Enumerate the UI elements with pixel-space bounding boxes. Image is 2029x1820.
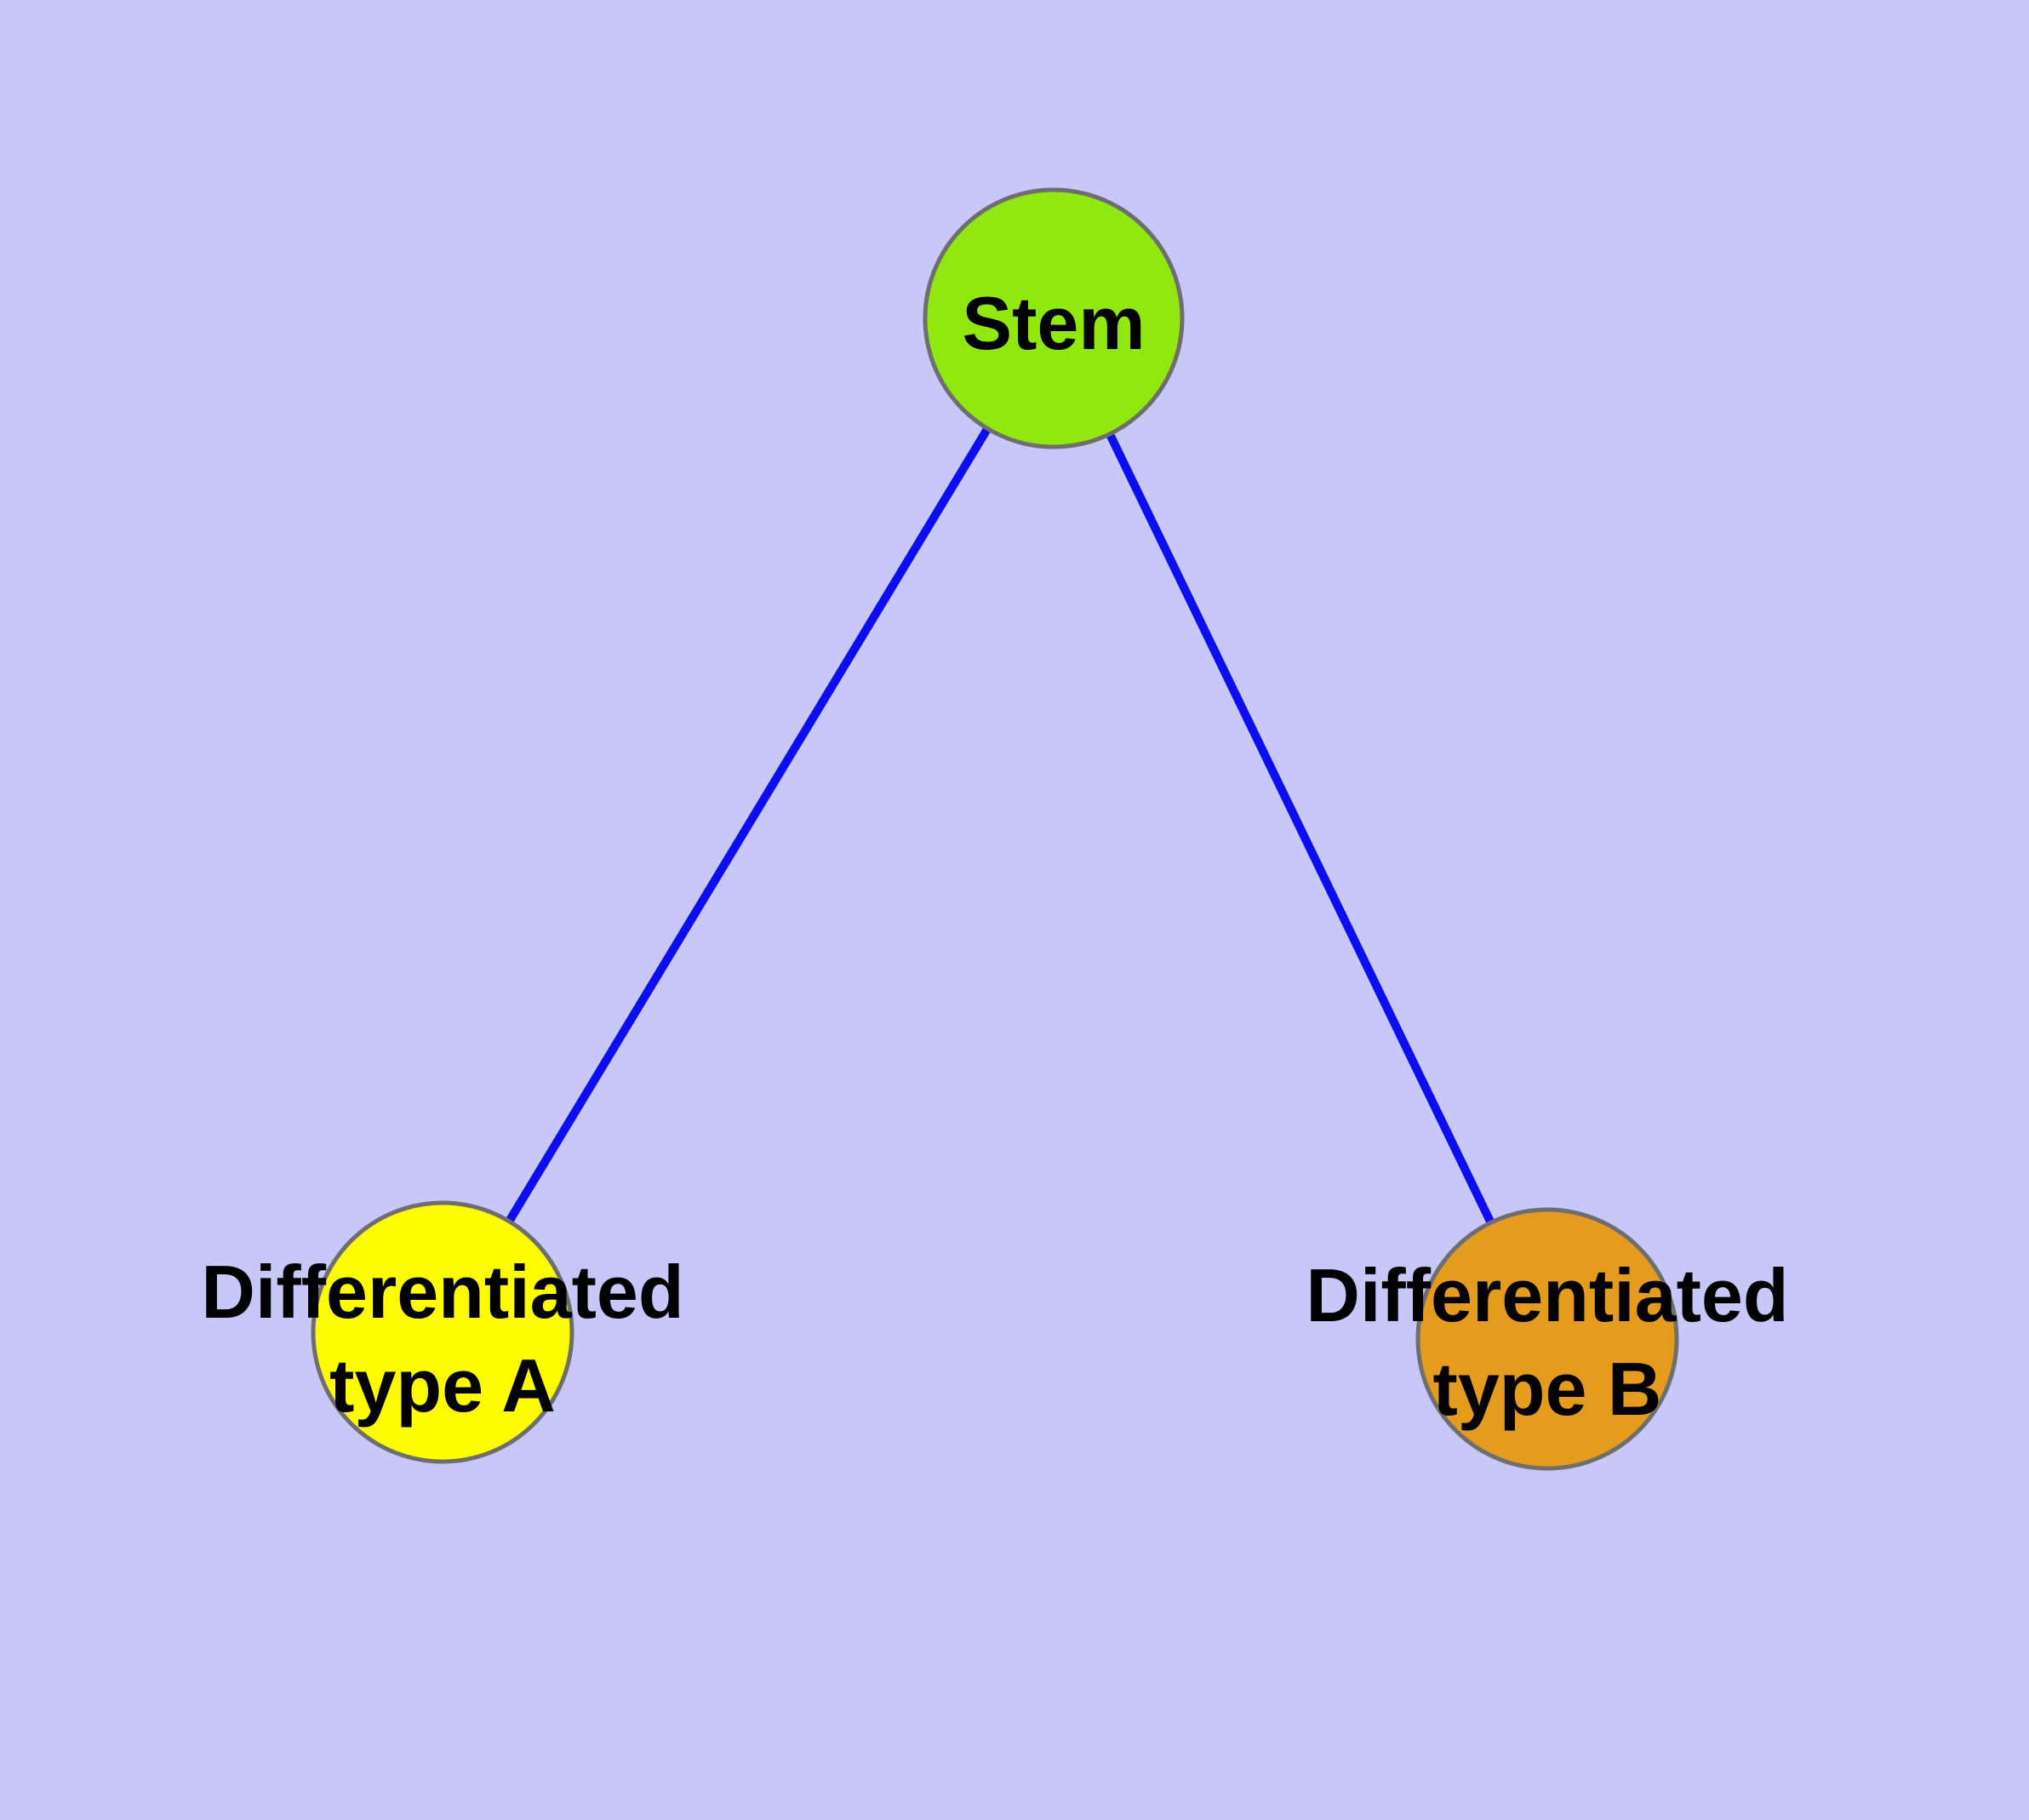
node-stem: Stem: [923, 187, 1185, 449]
node-type-b-circle: [1415, 1207, 1679, 1471]
node-type-a-label-line2: type A: [329, 1343, 556, 1428]
edge-stem-to-type-b: [1106, 432, 1495, 1226]
edge-stem-to-type-a: [505, 426, 992, 1224]
node-stem-label: Stem: [962, 281, 1145, 365]
node-type-b-label-line1: Differentiated: [1306, 1253, 1788, 1337]
node-differentiated-type-b: Differentiated type B: [1306, 1207, 1789, 1471]
node-type-a-circle: [311, 1200, 574, 1464]
node-differentiated-type-a: Differentiated type A: [201, 1200, 684, 1464]
node-stem-circle: [923, 187, 1185, 449]
node-type-a-label-line1: Differentiated: [201, 1250, 683, 1334]
node-type-b-label-line2: type B: [1433, 1347, 1662, 1431]
